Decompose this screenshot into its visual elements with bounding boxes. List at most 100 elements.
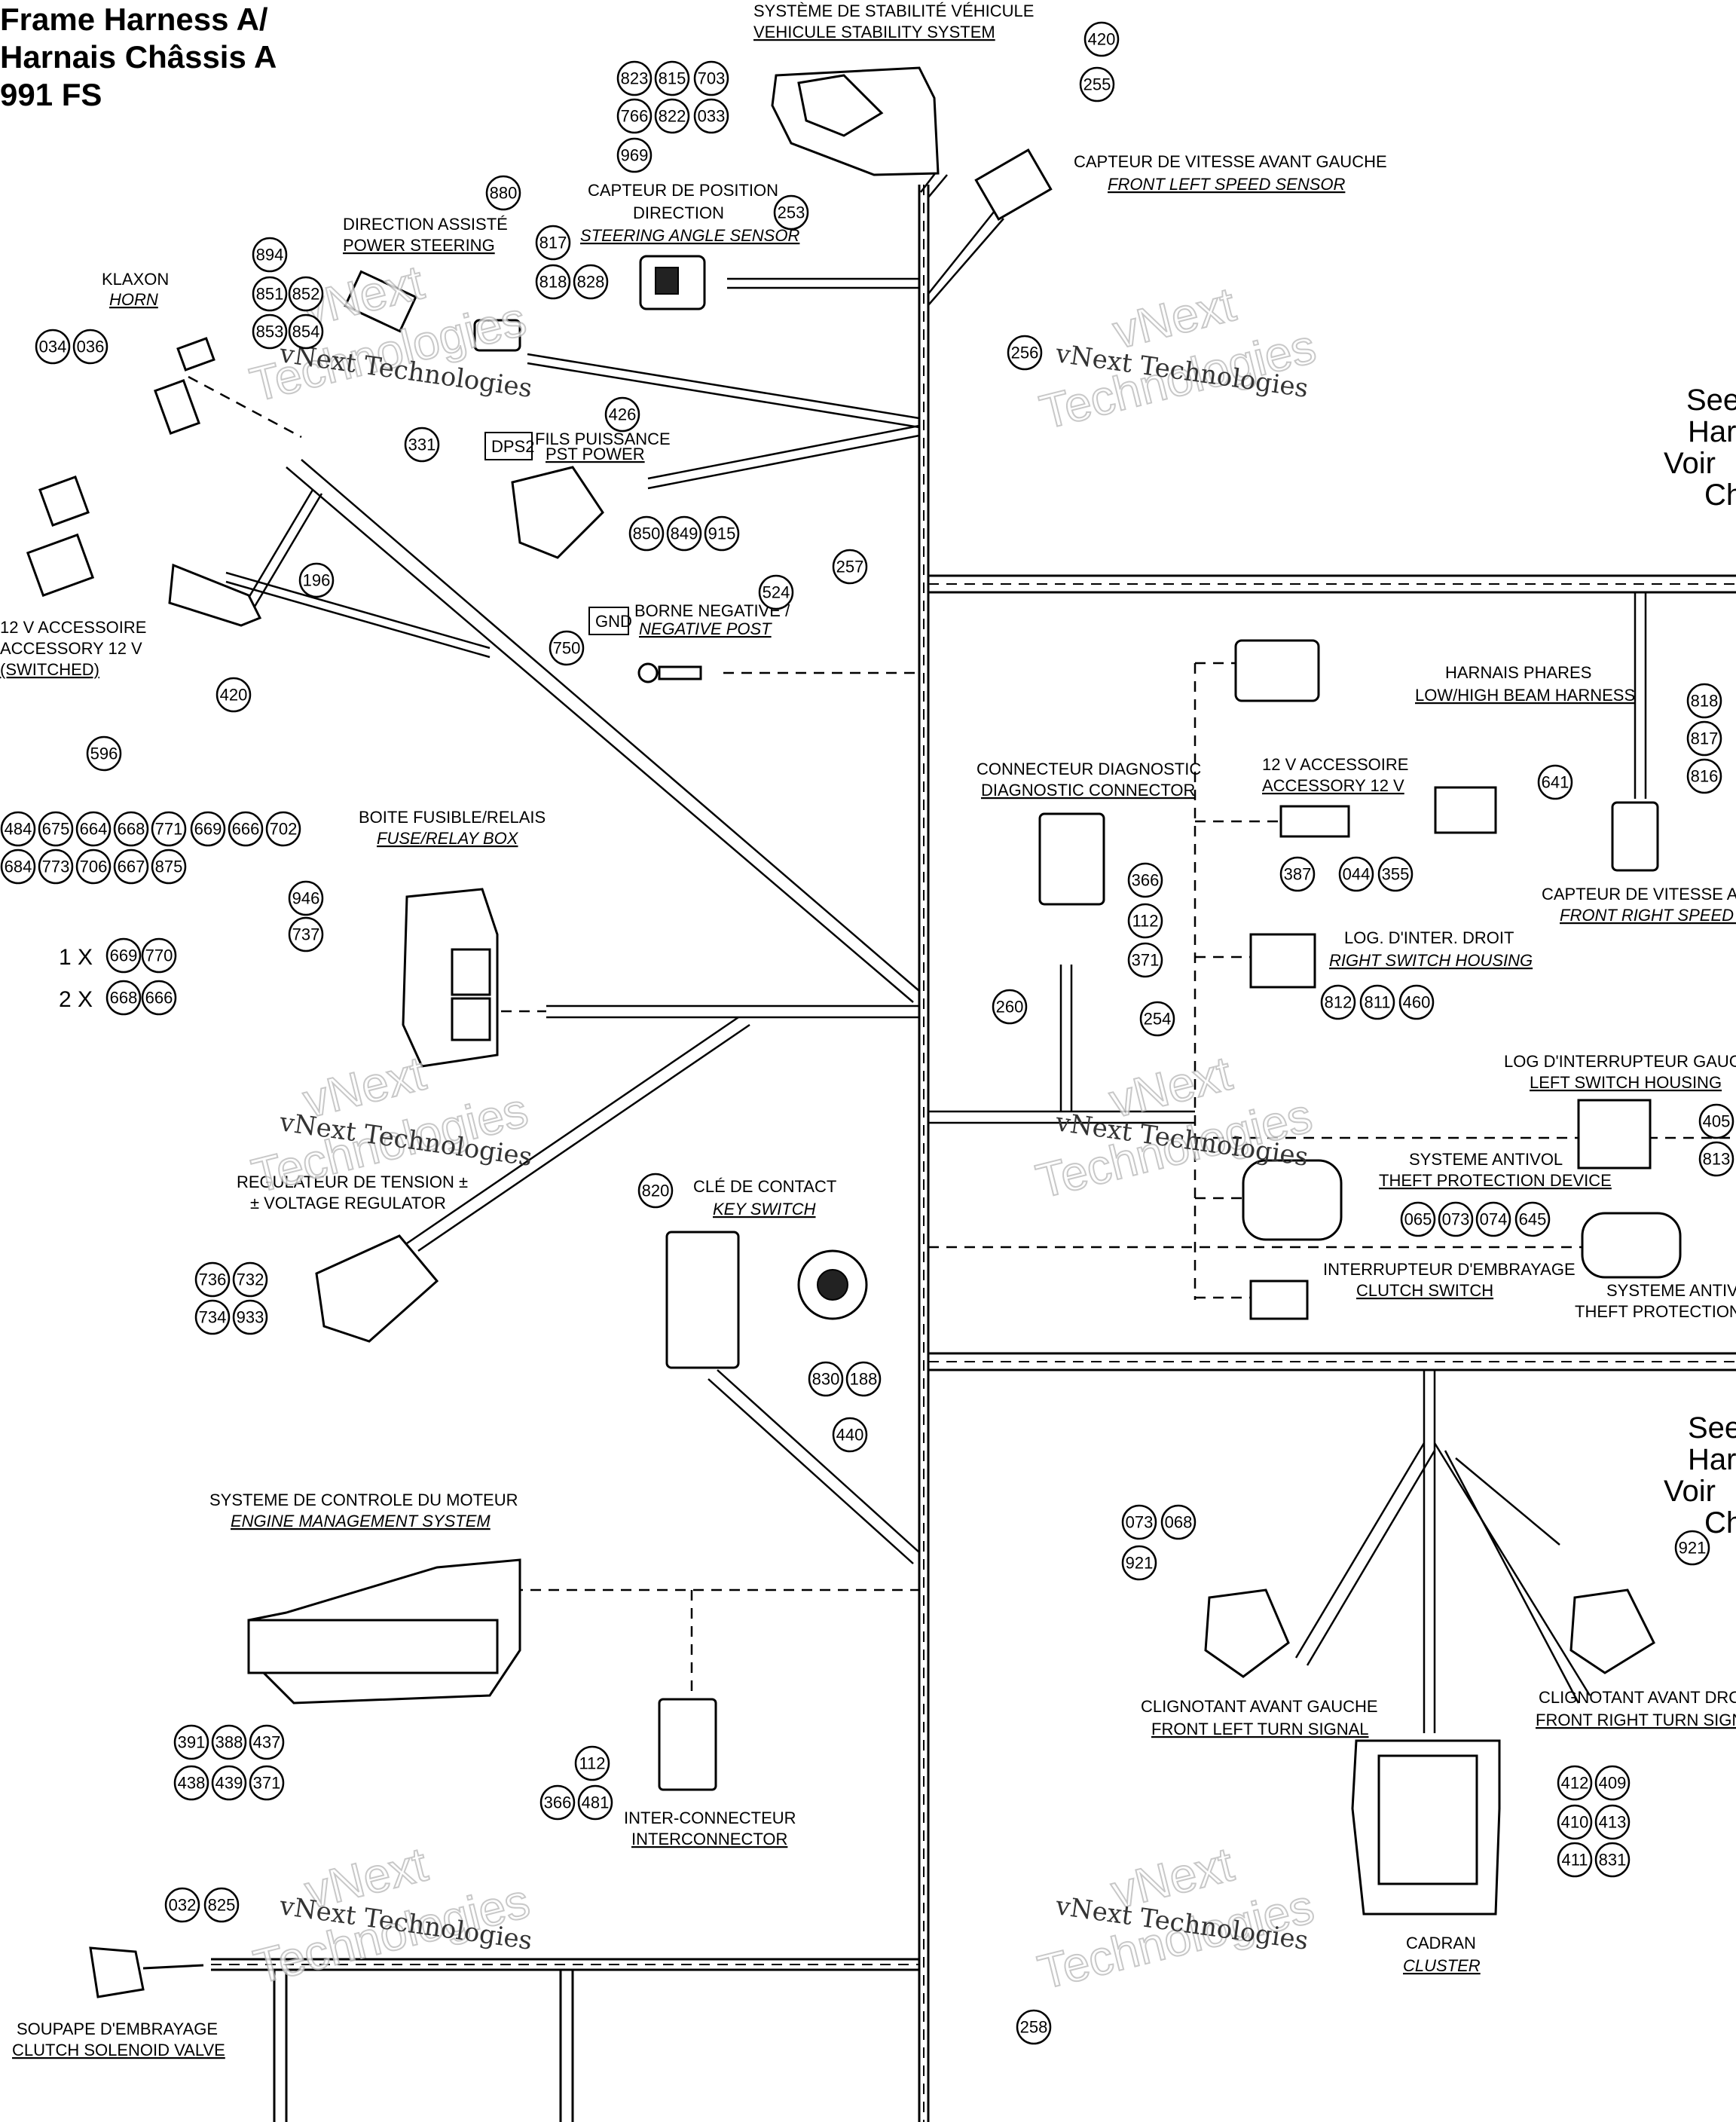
callout-702: 702 [265,811,301,847]
svg-text:823: 823 [621,69,649,88]
label-steer-fr1: CAPTEUR DE POSITION [588,181,778,200]
svg-text:033: 033 [698,107,726,126]
svg-text:366: 366 [1132,871,1160,890]
svg-text:969: 969 [621,146,649,165]
svg-text:258: 258 [1020,2018,1048,2037]
callout-255: 255 [1079,66,1115,102]
svg-text:405: 405 [1703,1112,1731,1131]
callout-409: 409 [1594,1765,1631,1801]
callout-260: 260 [992,989,1028,1025]
label-acc-left-en: ACCESSORY 12 V [0,639,142,658]
label-steer-fr2: DIRECTION [633,203,724,222]
title-line-2: Harnais Châssis A [0,39,277,75]
callout-387: 387 [1279,856,1316,892]
svg-text:412: 412 [1561,1774,1589,1793]
svg-text:669: 669 [110,946,138,965]
callout-933: 933 [232,1299,268,1335]
callout: 668 [105,980,142,1016]
label-antitheft2-en: THEFT PROTECTION DE [1575,1302,1736,1321]
callout-068: 068 [1160,1504,1197,1540]
callout-371: 371 [1127,942,1163,978]
svg-text:Ch: Ch [1704,1506,1736,1540]
svg-text:073: 073 [1126,1513,1154,1532]
callout-438: 438 [173,1765,209,1801]
callout-073: 073 [1121,1504,1157,1540]
svg-text:Har: Har [1688,415,1736,448]
svg-text:850: 850 [633,524,661,543]
svg-text:440: 440 [836,1426,864,1445]
multiplier-legend: 1 X 669 770 2 X 668 666 [59,937,177,1016]
svg-text:667: 667 [118,858,145,876]
callout-921: 921 [1121,1545,1157,1581]
callout-074: 074 [1475,1201,1511,1237]
svg-text:815: 815 [659,69,686,88]
callout-391: 391 [173,1724,209,1760]
callout-410: 410 [1557,1804,1593,1840]
callout-823: 823 [616,60,653,96]
svg-text:254: 254 [1144,1010,1172,1029]
callout-440: 440 [832,1417,868,1453]
callout-412: 412 [1557,1765,1593,1801]
label-rsw-en: RIGHT SWITCH HOUSING [1329,951,1533,970]
svg-text:737: 737 [292,925,320,944]
svg-text:706: 706 [80,858,108,876]
svg-text:812: 812 [1325,993,1352,1012]
svg-text:771: 771 [155,820,183,839]
label-antitheft2-fr: SYSTEME ANTIVOL [1606,1281,1736,1300]
svg-text:921: 921 [1679,1539,1707,1558]
svg-text:820: 820 [642,1182,670,1200]
callout-366: 366 [539,1784,576,1821]
svg-text:388: 388 [215,1733,243,1752]
callout-405: 405 [1698,1103,1734,1139]
svg-text:645: 645 [1519,1210,1547,1229]
svg-text:355: 355 [1382,865,1410,884]
callout-666: 666 [228,811,264,847]
svg-text:816: 816 [1691,767,1719,786]
svg-text:260: 260 [996,998,1024,1017]
svg-text:371: 371 [253,1774,281,1793]
svg-text:420: 420 [1088,30,1116,49]
label-ems-en: ENGINE MANAGEMENT SYSTEM [231,1512,491,1530]
svg-text:818: 818 [1691,692,1719,711]
label-lsw-en: LEFT SWITCH HOUSING [1530,1073,1722,1092]
label-power-steer-fr: DIRECTION ASSISTÉ [343,215,508,234]
callout-641: 641 [1537,764,1573,800]
callout-734: 734 [194,1299,231,1335]
callout-853: 853 [252,313,288,350]
callout-371: 371 [249,1765,285,1801]
label-key-fr: CLÉ DE CONTACT [693,1177,836,1196]
label-beam-en: LOW/HIGH BEAM HARNESS [1415,686,1635,705]
callout-750: 750 [549,630,585,666]
label-key-en: KEY SWITCH [713,1200,816,1218]
callout-033: 033 [693,98,729,134]
callout-831: 831 [1594,1842,1631,1878]
svg-text:036: 036 [77,338,105,356]
svg-text:032: 032 [169,1896,197,1915]
label-horn-fr: KLAXON [102,270,169,289]
svg-text:702: 702 [270,820,298,839]
svg-text:410: 410 [1561,1813,1589,1832]
svg-text:734: 734 [199,1308,227,1327]
svg-text:112: 112 [1132,912,1158,931]
callout-915: 915 [704,515,740,552]
callout-811: 811 [1359,984,1395,1020]
svg-text:664: 664 [80,820,108,839]
label-lturn-fr: CLIGNOTANT AVANT GAUCHE [1141,1697,1378,1716]
svg-text:894: 894 [256,246,284,264]
svg-text:Voir: Voir [1664,447,1716,480]
label-antitheft1-en: THEFT PROTECTION DEVICE [1379,1171,1612,1190]
components [26,66,1682,1998]
callout-065: 065 [1400,1201,1436,1237]
label-vreg-fr: REGULATEUR DE TENSION ± [237,1173,468,1191]
label-ems-fr: SYSTEME DE CONTROLE DU MOTEUR [209,1491,518,1509]
callout-813: 813 [1698,1141,1734,1177]
label-rsw-fr: LOG. D'INTER. DROIT [1344,928,1514,947]
label-horn-en: HORN [109,290,158,309]
svg-text:811: 811 [1364,993,1390,1012]
svg-text:875: 875 [155,858,183,876]
callout-256: 256 [1007,335,1043,371]
label-cluster-fr: CADRAN [1406,1934,1476,1952]
label-lsw-fr: LOG D'INTERRUPTEUR GAUCHE [1504,1052,1736,1071]
callout-034: 034 [35,329,71,365]
